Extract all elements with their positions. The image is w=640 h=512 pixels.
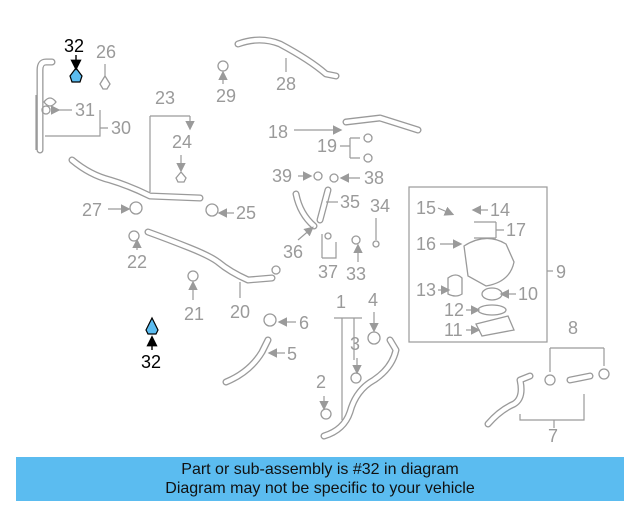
callout-13[interactable]: 13 bbox=[416, 280, 436, 300]
callout-6[interactable]: 6 bbox=[299, 313, 309, 333]
callout-26[interactable]: 26 bbox=[96, 42, 116, 62]
callout-14[interactable]: 14 bbox=[490, 200, 510, 220]
pipe-30-assembly bbox=[35, 58, 56, 154]
callout-19[interactable]: 19 bbox=[317, 136, 337, 156]
banner-line-2: Diagram may not be specific to your vehi… bbox=[165, 480, 475, 497]
callout-37[interactable]: 37 bbox=[318, 262, 338, 282]
part-32-bottom-icon[interactable] bbox=[145, 316, 159, 350]
callout-9[interactable]: 9 bbox=[556, 262, 566, 282]
info-banner: Part or sub-assembly is #32 in diagram D… bbox=[16, 457, 624, 501]
callout-1[interactable]: 1 bbox=[336, 292, 346, 312]
callout-32-bottom[interactable]: 32 bbox=[141, 352, 161, 372]
callout-4[interactable]: 4 bbox=[368, 290, 378, 310]
callout-25[interactable]: 25 bbox=[236, 203, 256, 223]
callout-2[interactable]: 2 bbox=[316, 372, 326, 392]
part-32-top-icon[interactable] bbox=[69, 55, 83, 83]
callout-23[interactable]: 23 bbox=[155, 88, 175, 108]
callout-33[interactable]: 33 bbox=[346, 264, 366, 284]
callout-30[interactable]: 30 bbox=[111, 118, 131, 138]
callout-28[interactable]: 28 bbox=[276, 74, 296, 94]
callout-5[interactable]: 5 bbox=[287, 344, 297, 364]
part-26-icon bbox=[99, 64, 111, 90]
callout-7[interactable]: 7 bbox=[548, 426, 558, 446]
callout-3[interactable]: 3 bbox=[350, 334, 360, 354]
callout-16[interactable]: 16 bbox=[416, 234, 436, 254]
part-31-icon bbox=[43, 97, 72, 115]
callout-20[interactable]: 20 bbox=[230, 302, 250, 322]
hose-20 bbox=[128, 228, 281, 284]
part-24-icon bbox=[175, 155, 187, 183]
callout-36[interactable]: 36 bbox=[283, 242, 303, 262]
callout-22[interactable]: 22 bbox=[127, 252, 147, 272]
callout-39[interactable]: 39 bbox=[272, 166, 292, 186]
hose-28 bbox=[217, 36, 340, 80]
callout-15[interactable]: 15 bbox=[416, 198, 436, 218]
group-9-box bbox=[408, 186, 553, 343]
callout-18[interactable]: 18 bbox=[268, 122, 288, 142]
callout-32-top[interactable]: 32 bbox=[64, 36, 84, 56]
hose-1 bbox=[320, 331, 400, 440]
callout-10[interactable]: 10 bbox=[518, 284, 538, 304]
callout-24[interactable]: 24 bbox=[172, 132, 192, 152]
callout-21[interactable]: 21 bbox=[184, 304, 204, 324]
callout-11[interactable]: 11 bbox=[444, 320, 463, 340]
callout-35[interactable]: 35 bbox=[340, 192, 360, 212]
banner-line-1: Part or sub-assembly is #32 in diagram bbox=[181, 461, 459, 478]
callout-8[interactable]: 8 bbox=[568, 318, 578, 338]
callout-27[interactable]: 27 bbox=[82, 200, 102, 220]
hose-5 bbox=[222, 313, 277, 386]
callout-12[interactable]: 12 bbox=[444, 300, 464, 320]
hose-35 bbox=[292, 186, 332, 230]
callout-17[interactable]: 17 bbox=[506, 220, 526, 240]
pipe-18 bbox=[342, 114, 422, 134]
hoses-7 bbox=[484, 368, 610, 428]
callout-31[interactable]: 31 bbox=[75, 100, 95, 120]
callout-34[interactable]: 34 bbox=[370, 196, 390, 216]
callout-38[interactable]: 38 bbox=[364, 168, 384, 188]
callout-29[interactable]: 29 bbox=[216, 86, 236, 106]
